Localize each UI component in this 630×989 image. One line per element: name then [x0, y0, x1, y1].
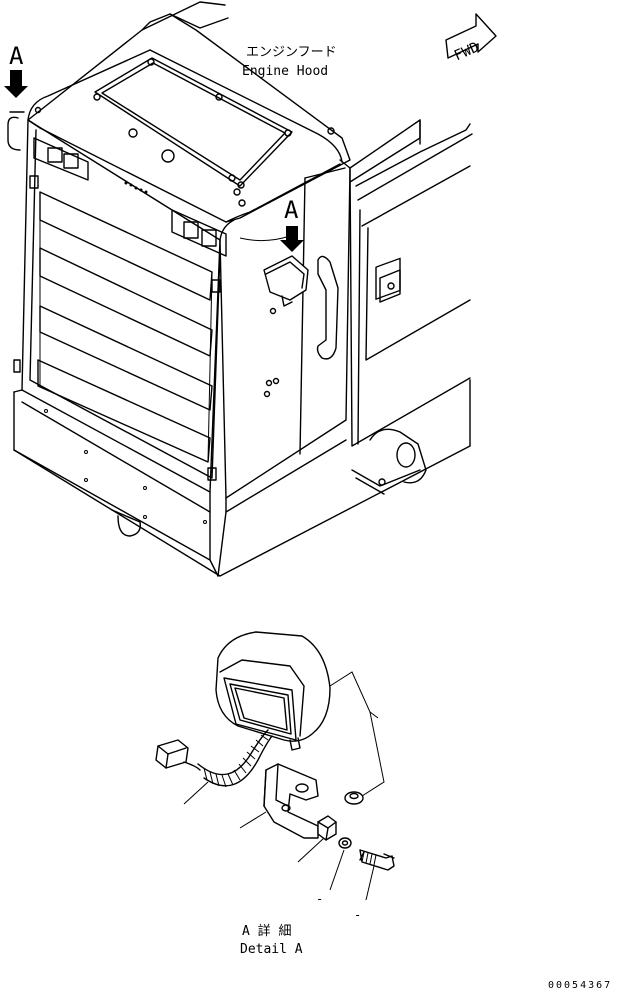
- detail-a-nut: [317, 815, 337, 841]
- callout-dash-1: -: [316, 892, 323, 906]
- callout-dash-2: -: [354, 908, 361, 922]
- engine-hood-label-en: Engine Hood: [242, 64, 328, 79]
- leader-lines: [183, 671, 385, 901]
- detail-a-label-jp: A 詳 細: [242, 923, 291, 939]
- frame-holes: [44, 409, 207, 524]
- detail-a-label-en: Detail A: [240, 942, 303, 957]
- detail-a-grommet: [344, 791, 364, 805]
- view-arrow-a-left: A: [4, 42, 28, 98]
- work-lamp-on-hood: [263, 255, 309, 307]
- radiator-grille: [13, 175, 221, 481]
- detail-a-harness: [155, 729, 273, 788]
- engine-hood-label-jp: エンジンフード: [246, 45, 337, 60]
- detail-a-bracket: [263, 763, 319, 839]
- detail-a-bolt: [359, 849, 395, 871]
- emblem-dots: [124, 181, 148, 194]
- detail-a-lamp: [215, 631, 331, 751]
- view-arrow-a-right: A: [239, 196, 304, 252]
- view-a-right-label: A: [284, 196, 299, 224]
- forward-direction-arrow: FWD: [445, 13, 497, 64]
- view-a-left-label: A: [9, 42, 24, 70]
- drawing-number: 00054367: [548, 980, 612, 989]
- engine-hood-assembly: [7, 1, 473, 577]
- fwd-label: FWD: [452, 39, 482, 64]
- detail-a-washer: [338, 837, 352, 849]
- hood-bolts: [34, 58, 335, 207]
